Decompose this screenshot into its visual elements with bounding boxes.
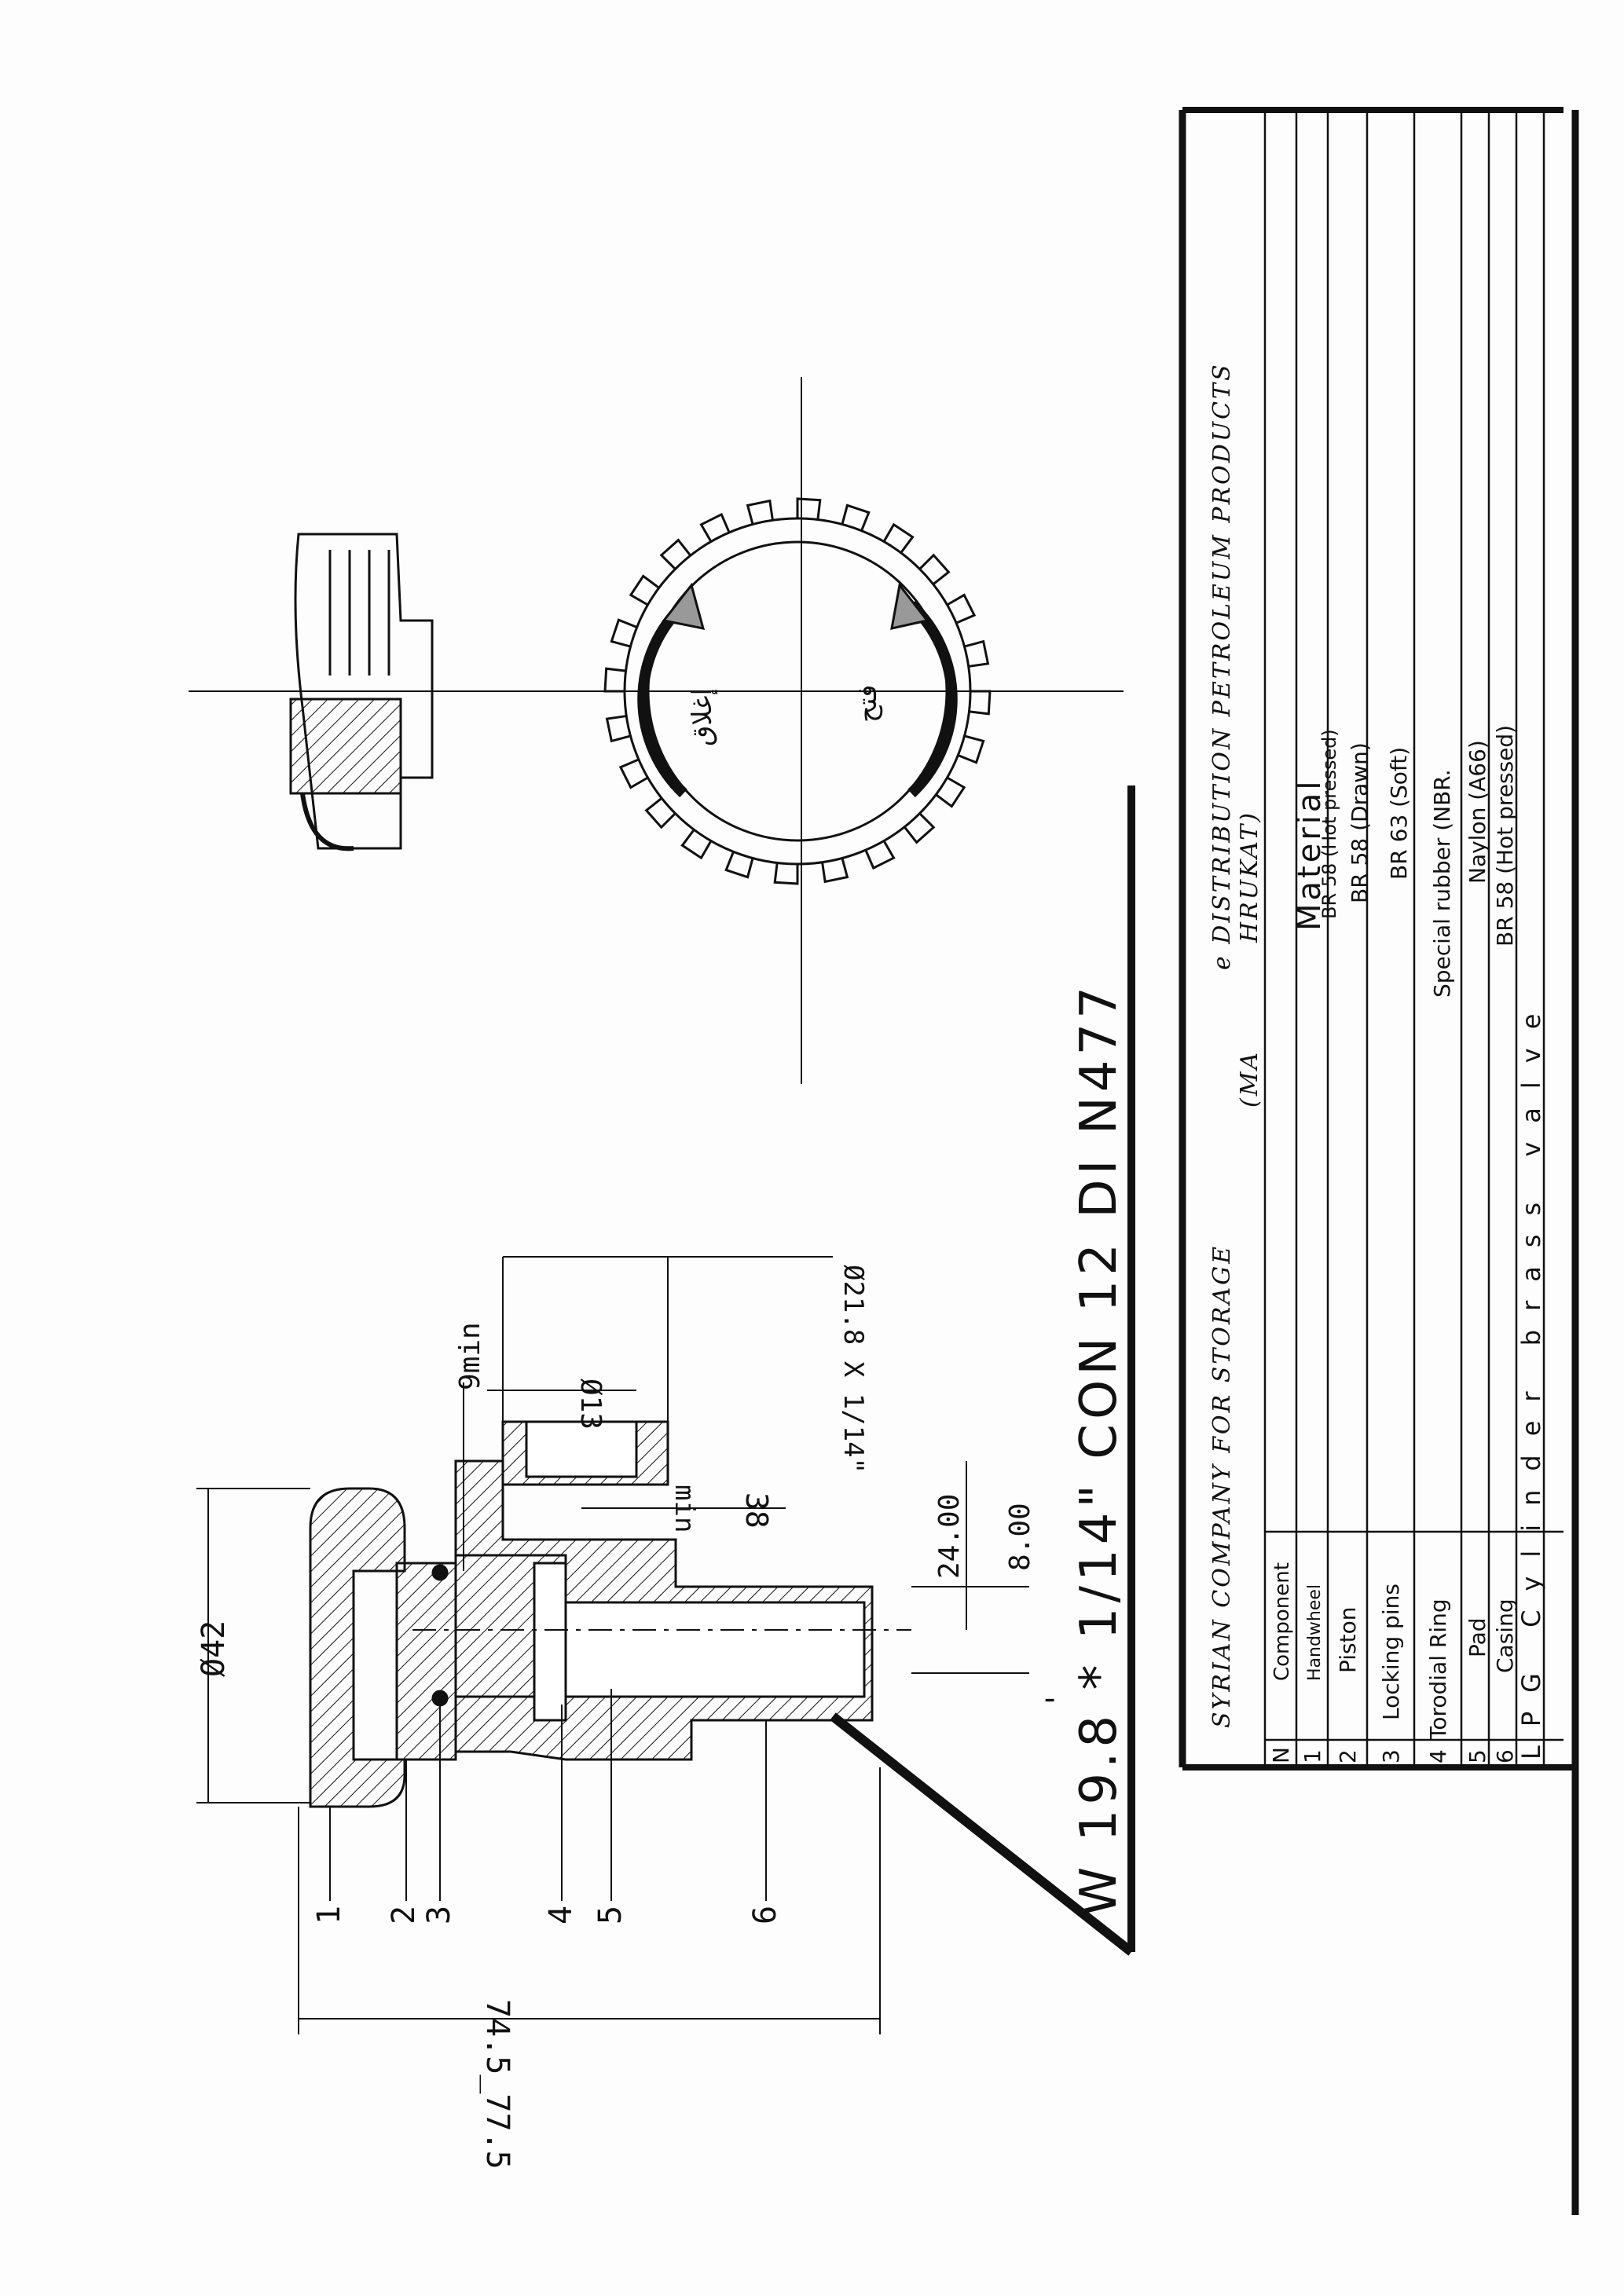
row-6-n: 6 (1492, 1749, 1518, 1763)
gear-tooth (680, 829, 713, 860)
gear-tooth (603, 667, 626, 693)
callout-5: 5 (592, 1906, 629, 1924)
callout-4: 4 (543, 1906, 579, 1924)
row-2-component: Piston (1335, 1607, 1361, 1674)
gear-tooth (935, 776, 966, 808)
company-line3-end: HRUKAT) (1236, 811, 1263, 943)
gear-tooth (969, 690, 992, 716)
company-line3-start: (MA (1236, 1050, 1263, 1108)
table-header-n: N (1268, 1747, 1294, 1763)
gear-tooth (796, 497, 822, 520)
dim-8: 8.00 (1004, 1503, 1036, 1571)
row-6-material: BR 58 (Hot pressed) (1492, 725, 1518, 947)
gear-tooth (659, 538, 691, 570)
gear-tooth (882, 522, 915, 554)
callout-6: 6 (747, 1906, 783, 1924)
gear-tooth (904, 812, 936, 844)
row-5-n: 5 (1465, 1749, 1490, 1763)
gear-tooth (605, 715, 631, 743)
gear-tooth (773, 862, 799, 885)
gear-tooth (746, 499, 774, 525)
gear-tooth (864, 840, 896, 870)
parts-table-grid (1263, 110, 1564, 1767)
table-footer: LPG Cylinder brass valve (1516, 995, 1546, 1760)
piston-section (395, 1562, 457, 1761)
row-2-material: BR 58 (Drawn) (1347, 742, 1373, 903)
row-4-material: Special rubber (NBR. (1429, 769, 1455, 998)
company-line2-end: e DISTRIBUTION PETROLEUM PRODUCTS (1208, 362, 1236, 970)
gear-tooth (821, 858, 849, 884)
drawing-title: W 19.8 * 1/14" CON 12 DI N477 (1070, 982, 1128, 1917)
callout-1: 1 (311, 1906, 347, 1924)
callout-3: 3 (421, 1906, 457, 1924)
row-1-material: BR 58 (Hot pressed) (1318, 729, 1340, 919)
row-2-n: 2 (1335, 1749, 1361, 1763)
row-6-component: Casing (1492, 1598, 1518, 1673)
gear-tooth (629, 574, 660, 606)
dim-min: min (669, 1485, 700, 1532)
dim-24: 24.00 (933, 1494, 966, 1579)
row-1-component: Handwheel (1305, 1584, 1325, 1681)
leader-lines (329, 1689, 767, 1901)
gear-tooth (946, 593, 977, 624)
table-header-component: Component (1270, 1562, 1294, 1681)
gear-tooth (610, 618, 638, 648)
dim-d42: Ø42 (196, 1620, 232, 1677)
dim-38: 38 (739, 1492, 774, 1529)
dim-thread: Ø21.8 X 1/14" (838, 1265, 869, 1474)
row-5-material: Naylon (A66) (1465, 740, 1490, 884)
dim-9min: 9min (454, 1322, 486, 1390)
frame-lines (830, 107, 1579, 2215)
row-4-component: Torodial Ring (1425, 1598, 1451, 1741)
row-3-component: Locking pins (1378, 1584, 1404, 1720)
knob-side-view (289, 533, 434, 851)
row-3-material: BR 63 (Soft) (1386, 747, 1412, 880)
title-mark: ' (1040, 1696, 1076, 1705)
gear-tooth (724, 851, 754, 879)
rotated-text-layer: W 19.8 * 1/14" CON 12 DI N477 ' SYRIAN C… (196, 362, 1546, 2169)
close-arrow-label: إغلاق (687, 688, 718, 746)
gear-tooth (957, 734, 985, 764)
dimension-lines (196, 1256, 1029, 2034)
row-5-component: Pad (1465, 1617, 1490, 1657)
company-line1: SYRIAN COMPANY FOR STORAGE (1208, 1244, 1236, 1728)
gear-tooth (644, 797, 676, 829)
gear-tooth (699, 512, 731, 543)
callout-2: 2 (386, 1906, 422, 1924)
dim-overall: 74.5_77.5 (479, 1999, 515, 2170)
dim-d13: Ø13 (574, 1379, 607, 1430)
gear-tooth (618, 758, 649, 789)
open-arrow-label: فتح (852, 685, 883, 723)
valve-section-view (309, 1420, 911, 1808)
gear-tooth (964, 639, 990, 668)
gear-teeth (603, 497, 992, 885)
handwheel-section (309, 1487, 406, 1808)
center-lines (189, 377, 1124, 1084)
row-1-n: 1 (1300, 1749, 1325, 1763)
table-header-material: Material (1292, 778, 1328, 932)
row-3-n: 3 (1378, 1749, 1404, 1763)
gear-tooth (841, 504, 871, 532)
gear-tooth (918, 553, 951, 585)
row-4-n: 4 (1425, 1749, 1451, 1763)
